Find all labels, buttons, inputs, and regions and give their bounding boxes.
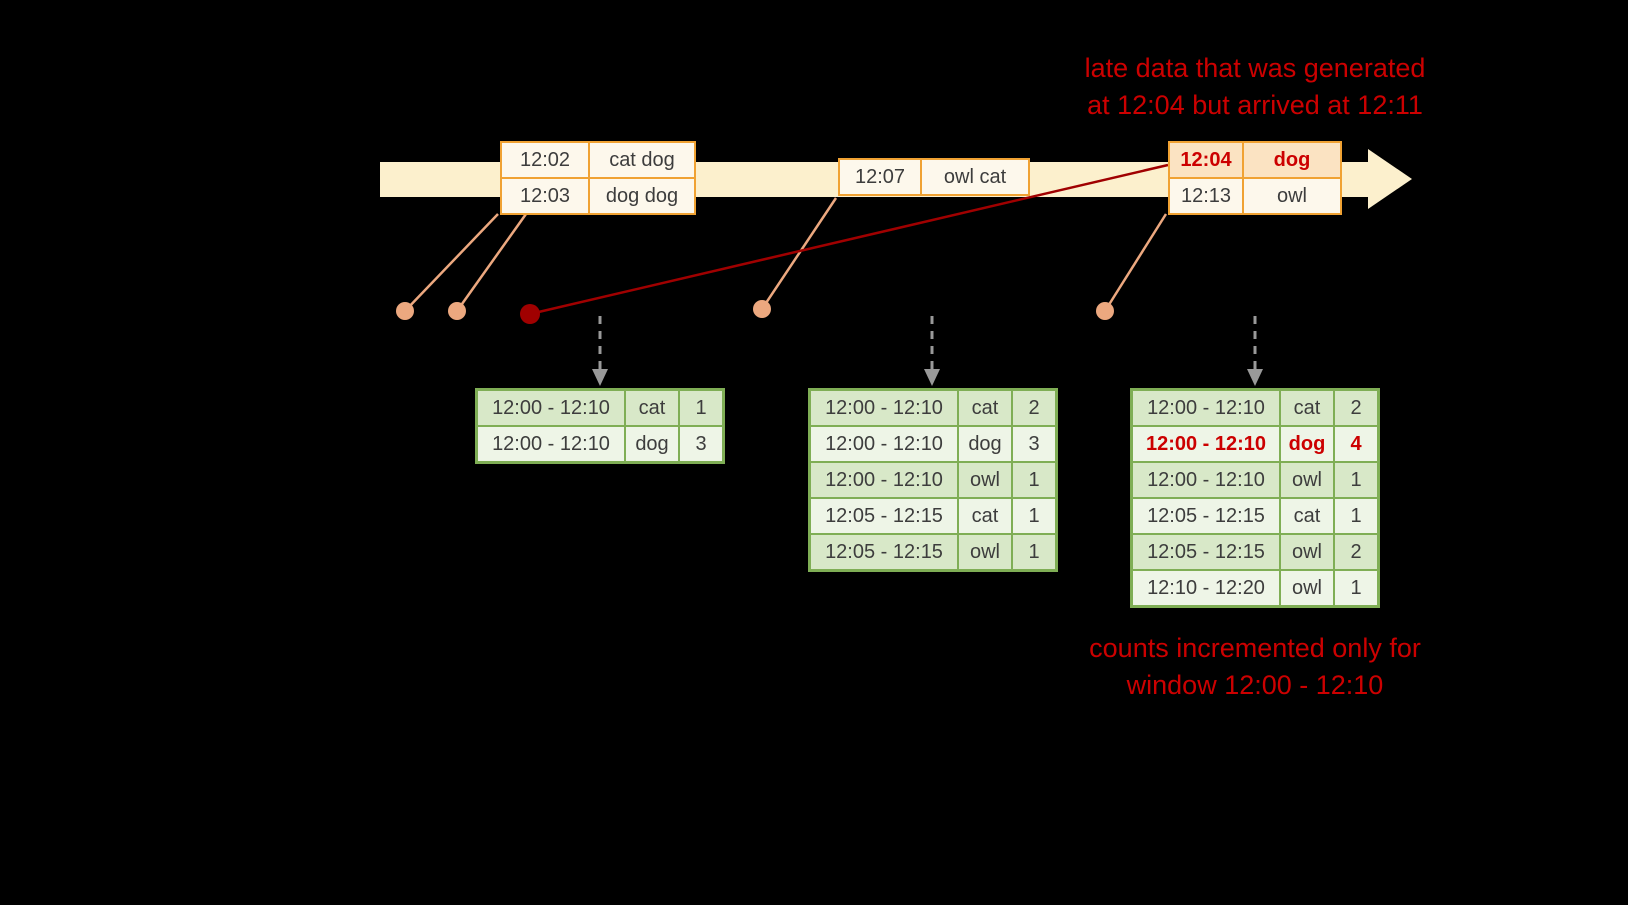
result-count: 2 [1335,391,1377,425]
result-window: 12:10 - 12:20 [1133,571,1279,605]
result-word: owl [1281,463,1333,497]
late-data-note: late data that was generated at 12:04 bu… [1020,50,1490,124]
result-row: 12:00 - 12:10 cat 1 [478,391,722,425]
connector-line-1207 [760,197,838,310]
result-window: 12:00 - 12:10 [1133,463,1279,497]
result-word: cat [959,391,1011,425]
result-count: 4 [1335,427,1377,461]
result-word: cat [959,499,1011,533]
late-data-dot [520,304,540,324]
result-count: 3 [1013,427,1055,461]
result-window: 12:05 - 12:15 [1133,535,1279,569]
event-words: dog dog [590,179,694,213]
result-table-1: 12:00 - 12:10 cat 1 12:00 - 12:10 dog 3 [475,388,725,464]
result-count: 2 [1013,391,1055,425]
event-row: 12:13 owl [1170,179,1340,213]
result-word: owl [959,535,1011,569]
result-row: 12:05 - 12:15 owl 2 [1133,535,1377,569]
event-time: 12:03 [502,179,588,213]
trigger-arrow-2-icon [924,316,940,386]
result-count: 1 [1013,535,1055,569]
result-window: 12:05 - 12:15 [1133,499,1279,533]
event-row: 12:03 dog dog [502,179,694,213]
result-word: dog [1281,427,1333,461]
result-row: 12:00 - 12:10 cat 2 [1133,391,1377,425]
result-row: 12:00 - 12:10 dog 3 [478,427,722,461]
event-time: 12:02 [502,143,588,177]
result-row: 12:00 - 12:10 dog 3 [811,427,1055,461]
result-row: 12:00 - 12:10 owl 1 [811,463,1055,497]
result-word: dog [959,427,1011,461]
result-word: owl [1281,535,1333,569]
event-dot-1202 [396,302,414,320]
result-count: 1 [1335,571,1377,605]
connector-line-1203 [455,213,528,312]
result-window: 12:00 - 12:10 [811,463,957,497]
result-window: 12:00 - 12:10 [1133,427,1279,461]
result-row: 12:10 - 12:20 owl 1 [1133,571,1377,605]
event-time: 12:04 [1170,143,1242,177]
result-count: 3 [680,427,722,461]
event-dot-1213 [1096,302,1114,320]
event-words: owl cat [922,160,1028,194]
result-word: owl [959,463,1011,497]
trigger-arrow-1-icon [592,316,608,386]
result-word: cat [1281,499,1333,533]
connector-line-1202 [404,213,499,312]
event-words: owl [1244,179,1340,213]
event-dot-1203 [448,302,466,320]
result-table-2: 12:00 - 12:10 cat 2 12:00 - 12:10 dog 3 … [808,388,1058,572]
late-data-note-line1: late data that was generated [1084,53,1426,83]
timeline-arrowhead-icon [1368,149,1412,209]
result-window: 12:00 - 12:10 [1133,391,1279,425]
result-count: 2 [1335,535,1377,569]
event-box-3: 12:04 dog 12:13 owl [1168,141,1342,215]
trigger-arrow-3-icon [1247,316,1263,386]
result-table-3: 12:00 - 12:10 cat 2 12:00 - 12:10 dog 4 … [1130,388,1380,608]
late-data-note-line2: at 12:04 but arrived at 12:11 [1087,90,1423,120]
event-row: 12:07 owl cat [840,160,1028,194]
event-box-1: 12:02 cat dog 12:03 dog dog [500,141,696,215]
result-word: cat [626,391,678,425]
result-window: 12:00 - 12:10 [811,427,957,461]
result-word: owl [1281,571,1333,605]
event-row: 12:02 cat dog [502,143,694,177]
result-window: 12:00 - 12:10 [478,427,624,461]
result-row: 12:05 - 12:15 cat 1 [811,499,1055,533]
event-words: dog [1244,143,1340,177]
counts-note-line1: counts incremented only for [1089,633,1421,663]
counts-note: counts incremented only for window 12:00… [1020,630,1490,704]
result-row: 12:05 - 12:15 cat 1 [1133,499,1377,533]
result-count: 1 [680,391,722,425]
connector-line-1213 [1103,213,1168,312]
result-word: cat [1281,391,1333,425]
result-count: 1 [1335,499,1377,533]
late-event-row: 12:04 dog [1170,143,1340,177]
result-row: 12:00 - 12:10 cat 2 [811,391,1055,425]
result-window: 12:05 - 12:15 [811,499,957,533]
result-count: 1 [1013,499,1055,533]
late-result-row: 12:00 - 12:10 dog 4 [1133,427,1377,461]
result-count: 1 [1335,463,1377,497]
event-dot-1207 [753,300,771,318]
counts-note-line2: window 12:00 - 12:10 [1126,670,1384,700]
event-time: 12:13 [1170,179,1242,213]
result-word: dog [626,427,678,461]
result-count: 1 [1013,463,1055,497]
result-window: 12:00 - 12:10 [478,391,624,425]
result-row: 12:05 - 12:15 owl 1 [811,535,1055,569]
event-time: 12:07 [840,160,920,194]
event-box-2: 12:07 owl cat [838,158,1030,196]
result-window: 12:00 - 12:10 [811,391,957,425]
result-row: 12:00 - 12:10 owl 1 [1133,463,1377,497]
result-window: 12:05 - 12:15 [811,535,957,569]
event-words: cat dog [590,143,694,177]
